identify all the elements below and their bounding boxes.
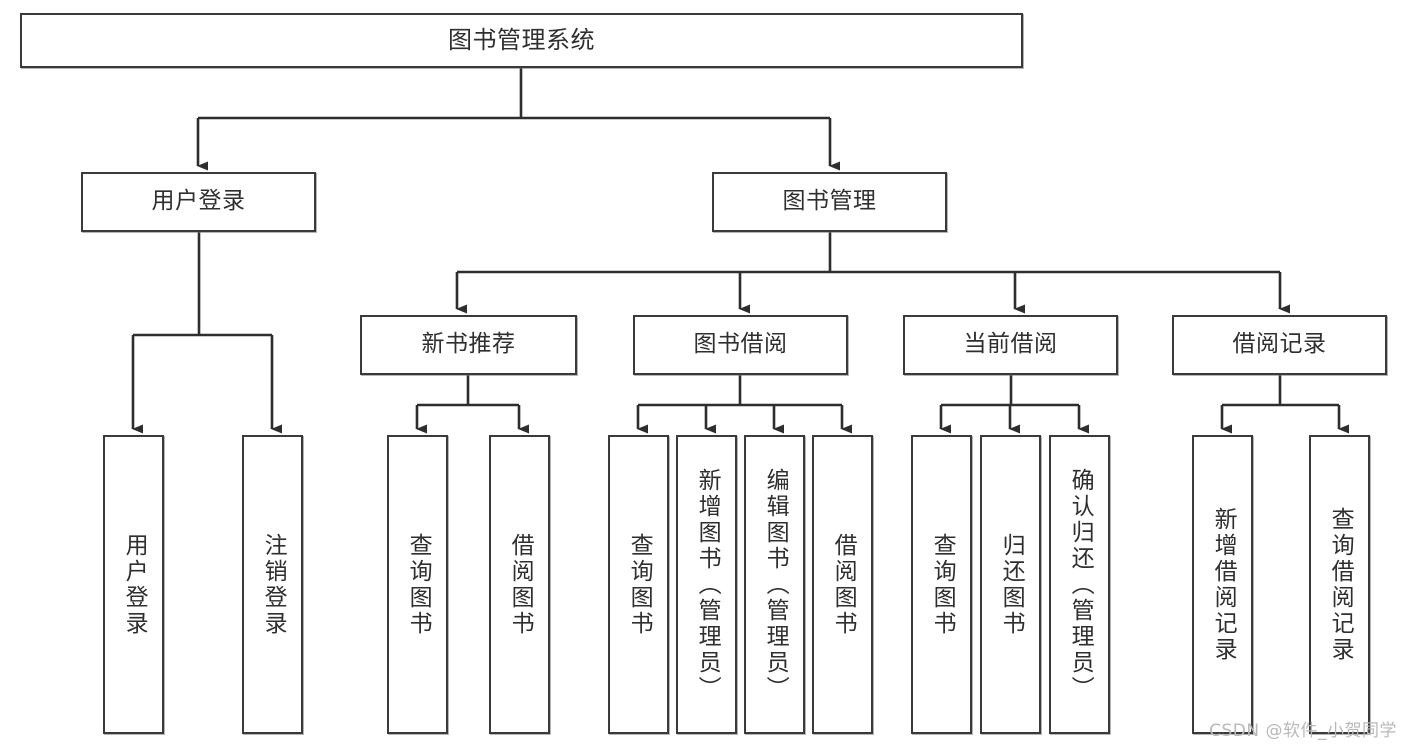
node-label: 借阅记录 <box>1232 331 1327 358</box>
node-label: 编辑图书（管理员） <box>762 467 789 702</box>
node-label: 借阅图书 <box>830 532 857 637</box>
node-label: 查询借阅记录 <box>1327 506 1354 663</box>
node-book-borrow[interactable]: 图书借阅 <box>633 315 848 375</box>
node-label: 注销登录 <box>260 532 287 637</box>
csdn-watermark: CSDN @软件_小贺同学 <box>1209 721 1397 741</box>
node-leaf-query-book-2[interactable]: 查询图书 <box>608 435 669 734</box>
node-label: 当前借阅 <box>963 331 1058 358</box>
node-label: 用户登录 <box>151 188 246 215</box>
node-root-system[interactable]: 图书管理系统 <box>20 13 1023 68</box>
node-label: 用户登录 <box>121 532 148 637</box>
node-label: 图书管理 <box>782 188 877 215</box>
node-leaf-return-book[interactable]: 归还图书 <box>980 435 1041 734</box>
node-leaf-add-book[interactable]: 新增图书（管理员） <box>676 435 737 734</box>
node-leaf-add-record[interactable]: 新增借阅记录 <box>1192 435 1253 734</box>
node-label: 借阅图书 <box>507 532 534 637</box>
node-leaf-query-book-3[interactable]: 查询图书 <box>911 435 972 734</box>
node-current-borrow[interactable]: 当前借阅 <box>903 315 1118 375</box>
node-leaf-user-login[interactable]: 用户登录 <box>103 435 164 734</box>
node-label: 查询图书 <box>929 532 956 637</box>
node-leaf-borrow-book-1[interactable]: 借阅图书 <box>489 435 550 734</box>
node-label: 确认归还（管理员） <box>1067 467 1094 702</box>
node-label: 查询图书 <box>405 532 432 637</box>
node-leaf-query-book-1[interactable]: 查询图书 <box>387 435 448 734</box>
node-borrow-record[interactable]: 借阅记录 <box>1172 315 1387 375</box>
node-label: 新增借阅记录 <box>1210 506 1237 663</box>
node-new-book-recommend[interactable]: 新书推荐 <box>360 315 577 375</box>
node-label: 查询图书 <box>626 532 653 637</box>
node-label: 新增图书（管理员） <box>694 467 721 702</box>
node-label: 归还图书 <box>998 532 1025 637</box>
node-user-login[interactable]: 用户登录 <box>81 172 316 232</box>
node-leaf-query-record[interactable]: 查询借阅记录 <box>1309 435 1370 734</box>
node-label: 新书推荐 <box>421 331 516 358</box>
node-leaf-confirm-return[interactable]: 确认归还（管理员） <box>1049 435 1110 734</box>
node-leaf-borrow-book-2[interactable]: 借阅图书 <box>812 435 873 734</box>
node-label: 图书管理系统 <box>448 26 595 55</box>
node-label: 图书借阅 <box>693 331 788 358</box>
node-leaf-edit-book[interactable]: 编辑图书（管理员） <box>744 435 805 734</box>
node-book-manage[interactable]: 图书管理 <box>712 172 947 232</box>
node-leaf-logout-login[interactable]: 注销登录 <box>242 435 303 734</box>
